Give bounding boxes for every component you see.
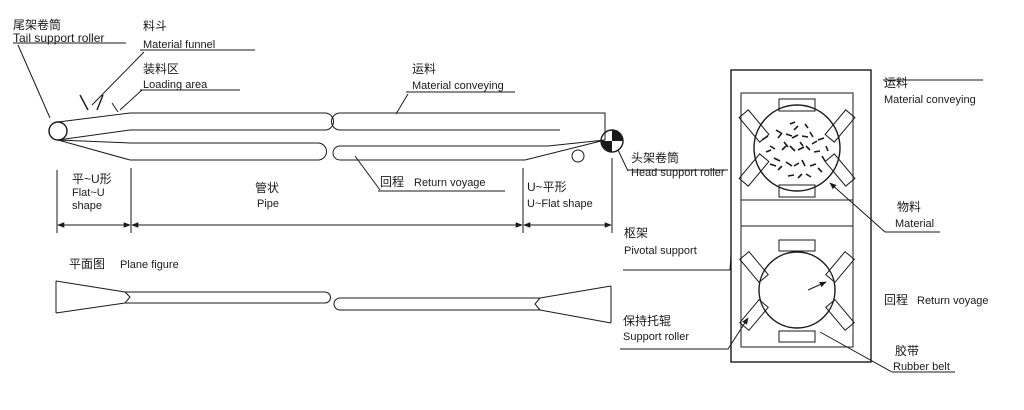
cross-section: [620, 69, 983, 373]
snub-roller: [571, 149, 585, 163]
return-en: Return voyage: [414, 177, 486, 189]
pivotal-zh: 枢架: [624, 225, 648, 240]
head-roller-en: Head support roller: [631, 167, 725, 179]
conveying-zh: 运料: [412, 62, 436, 76]
pivotal-en: Pivotal support: [624, 245, 697, 257]
support-zh: 保持托辊: [623, 313, 671, 328]
belt-en: Rubber belt: [893, 361, 950, 373]
tail-roller-zh: 尾架卷筒: [13, 17, 61, 32]
support-en: Support roller: [623, 331, 689, 343]
plane-view: [55, 280, 612, 324]
plane-left-flare: [55, 280, 325, 314]
upper-pipe-right: [331, 112, 606, 140]
return-zh: 回程: [380, 174, 404, 189]
pipe-en: Pipe: [257, 198, 279, 210]
funnel-icon: [79, 94, 104, 111]
u-flat-en: U~Flat shape: [527, 198, 593, 210]
pivotal-frame-inner: [740, 92, 854, 348]
plane-right-flare: [340, 285, 612, 324]
conveying-en: Material conveying: [412, 80, 504, 92]
lower-return-right: [332, 139, 606, 161]
plane-en: Plane figure: [120, 259, 179, 271]
flat-u-zh: 平~U形: [72, 172, 112, 186]
upper-support-rollers: [738, 98, 856, 198]
pivotal-frame-outer: [730, 69, 872, 363]
upper-transition-belt: [57, 112, 325, 141]
right-conveying-zh: 运料: [884, 76, 908, 90]
tail-roller: [48, 121, 68, 141]
belt-zh: 胶带: [895, 343, 919, 358]
material-zh: 物料: [897, 200, 921, 214]
tail-roller-en: Tail support roller: [13, 31, 104, 45]
loading-zh: 装料区: [143, 62, 179, 76]
lower-support-rollers: [739, 239, 855, 343]
right-conveying-en: Material conveying: [884, 94, 976, 106]
material-particles: [761, 121, 829, 179]
u-flat-zh: U~平形: [527, 180, 567, 194]
material-en: Material: [895, 218, 934, 230]
side-view: [13, 42, 728, 233]
lower-pipe-section: [758, 251, 836, 329]
flat-u-en2: shape: [72, 200, 102, 212]
head-roller-zh: 头架卷筒: [631, 150, 679, 165]
pipe-zh: 管状: [255, 180, 279, 195]
lower-return-left: [57, 139, 318, 161]
upper-pipe-section: [753, 104, 841, 192]
funnel-en: Material funnel: [143, 39, 215, 51]
right-return-zh: 回程: [884, 292, 908, 307]
text-labels: 尾架卷筒 Tail support roller 料斗 Material fun…: [13, 17, 989, 373]
plane-zh: 平面图: [69, 257, 105, 271]
funnel-zh: 料斗: [143, 19, 167, 33]
flat-u-en1: Flat~U: [72, 187, 105, 199]
right-return-en: Return voyage: [917, 295, 989, 307]
loading-en: Loading area: [143, 79, 208, 91]
